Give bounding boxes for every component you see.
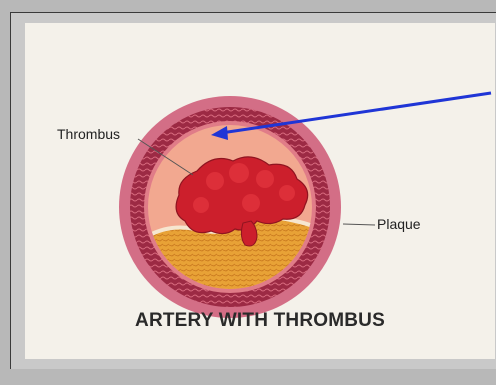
diagram-panel: Thrombus Plaque ARTERY WITH THROMBUS <box>25 23 495 359</box>
thrombus-label: Thrombus <box>57 126 120 142</box>
plaque-leader-line <box>343 224 375 225</box>
plaque-label: Plaque <box>377 216 421 232</box>
slide-area: Thrombus Plaque ARTERY WITH THROMBUS <box>10 12 496 369</box>
diagram-title: ARTERY WITH THROMBUS <box>25 310 495 332</box>
artery-diagram <box>25 23 495 359</box>
